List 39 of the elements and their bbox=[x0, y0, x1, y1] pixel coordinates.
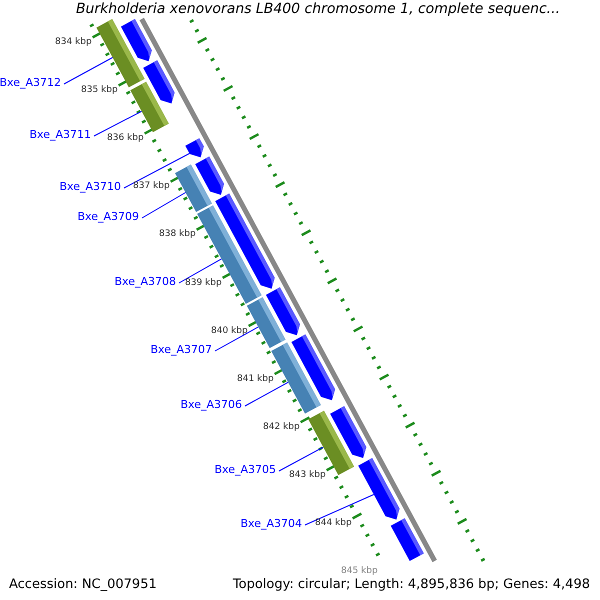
leader-line bbox=[278, 446, 324, 472]
leader-line bbox=[94, 110, 142, 136]
leader-line bbox=[142, 192, 186, 218]
gene-label: Bxe_A3707 bbox=[150, 344, 212, 355]
leader-line bbox=[64, 57, 114, 84]
accession-text: Accession: NC_007951 bbox=[9, 578, 157, 591]
tick-label: 839 kbp bbox=[185, 278, 222, 288]
gene-block bbox=[358, 458, 400, 520]
tick-label: 844 kbp bbox=[315, 519, 352, 528]
gene-block bbox=[390, 518, 424, 561]
gene-label: Bxe_A3711 bbox=[29, 129, 91, 140]
tick-label: 835 kbp bbox=[81, 86, 118, 96]
summary-text: Topology: circular; Length: 4,895,836 bp; Genes: 4,498 bbox=[232, 578, 590, 591]
tick-label: 840 kbp bbox=[211, 326, 248, 336]
gene-label: Bxe_A3706 bbox=[180, 399, 242, 410]
leader-line bbox=[304, 494, 374, 526]
leader-line bbox=[244, 382, 289, 406]
leader-line bbox=[124, 153, 190, 188]
gene-label: Bxe_A3712 bbox=[0, 77, 61, 88]
tick-label: 842 kbp bbox=[263, 422, 300, 432]
gene-bar bbox=[246, 297, 286, 348]
title: Burkholderia xenovorans LB400 chromosome 1, complete sequenc... bbox=[74, 2, 562, 16]
tick-label: 843 kbp bbox=[289, 470, 326, 480]
gene-block bbox=[120, 19, 152, 62]
tick-label: 841 kbp bbox=[237, 374, 274, 384]
tick-label: 837 kbp bbox=[133, 182, 170, 192]
tick-label: 845 kbp bbox=[341, 567, 378, 576]
tick-label: 838 kbp bbox=[159, 230, 196, 240]
gene-label: Bxe_A3710 bbox=[59, 181, 121, 192]
leader-line bbox=[214, 326, 259, 352]
leader-line bbox=[178, 258, 222, 284]
gene-block bbox=[185, 138, 204, 158]
gene-bar bbox=[130, 82, 169, 132]
gene-label: Bxe_A3709 bbox=[77, 211, 139, 222]
gene-label: Bxe_A3704 bbox=[240, 518, 302, 529]
gene-label: Bxe_A3705 bbox=[214, 464, 276, 475]
gene-bar bbox=[175, 164, 212, 212]
tick-label: 836 kbp bbox=[107, 134, 144, 144]
gene-label: Bxe_A3708 bbox=[114, 276, 176, 287]
